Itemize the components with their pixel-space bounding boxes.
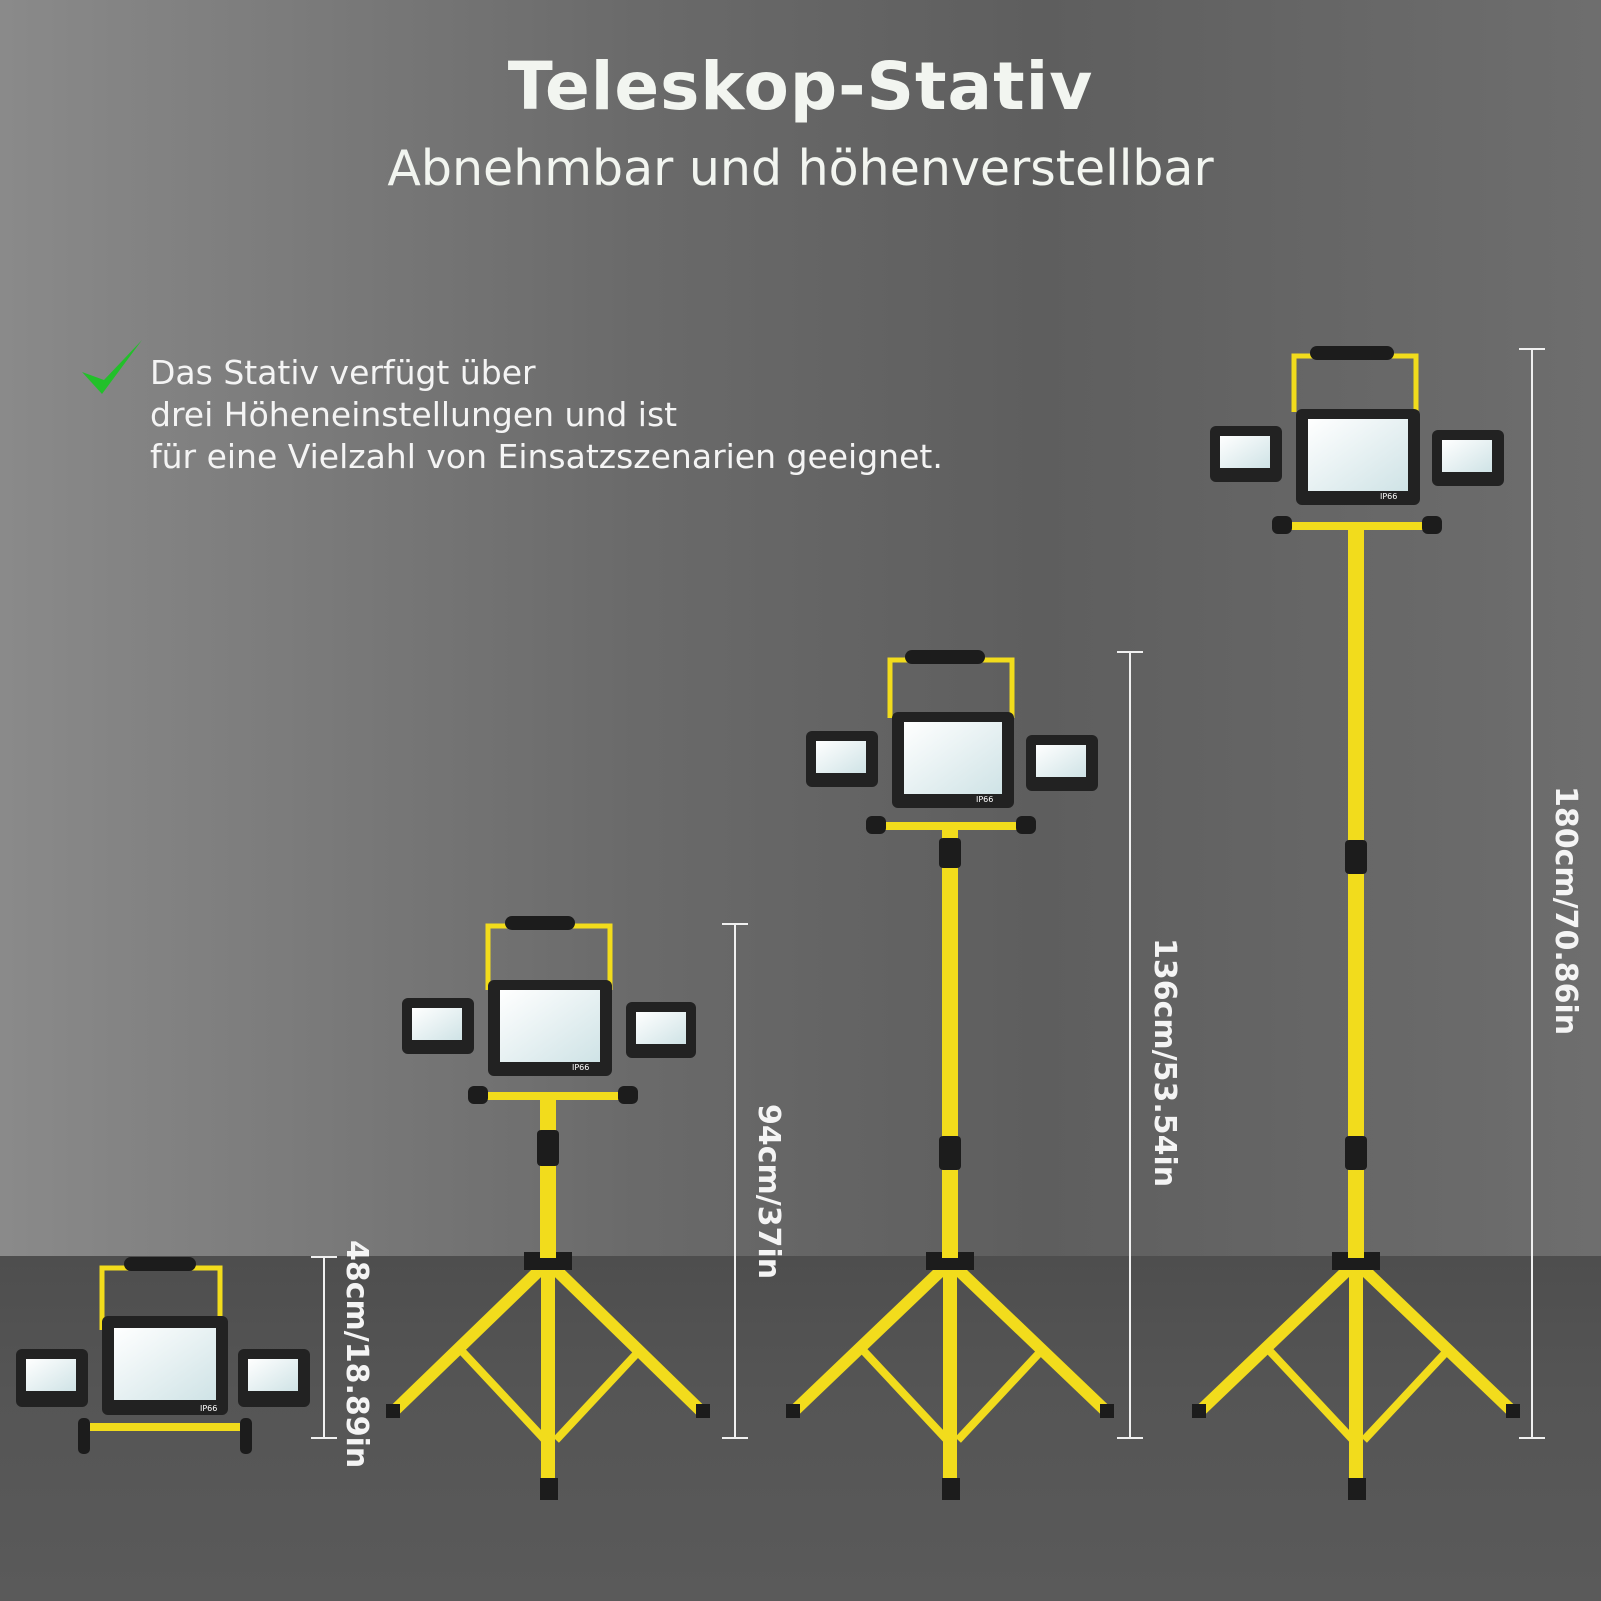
feature-line-2: drei Höheneinstellungen und ist bbox=[150, 395, 678, 434]
work-light-floor: IP66 bbox=[16, 1257, 310, 1454]
measurement-brackets bbox=[311, 348, 1545, 1439]
measure-label-94: 94cm/37in bbox=[751, 1104, 786, 1280]
measure-bracket-180 bbox=[1519, 348, 1545, 1439]
floor bbox=[0, 1256, 1601, 1601]
badge-ip66: IP66 bbox=[200, 1404, 217, 1413]
work-light-tripod-136: IP66 bbox=[786, 650, 1114, 1500]
feature-line-3: für eine Vielzahl von Einsatzszenarien g… bbox=[150, 437, 943, 476]
measure-bracket-48 bbox=[311, 1256, 337, 1439]
measure-bracket-136 bbox=[1117, 651, 1143, 1439]
checkmark-icon bbox=[82, 340, 142, 394]
feature-line-1: Das Stativ verfügt über bbox=[150, 353, 536, 392]
badge-ip66: IP66 bbox=[1380, 492, 1397, 501]
measure-label-136: 136cm/53.54in bbox=[1147, 938, 1182, 1188]
badge-ip66: IP66 bbox=[976, 795, 993, 804]
work-light-tripod-94: IP66 bbox=[386, 916, 710, 1500]
work-light-tripod-180: IP66 bbox=[1192, 346, 1520, 1500]
measure-bracket-94 bbox=[722, 923, 748, 1439]
feature-text: Das Stativ verfügt über drei Höheneinste… bbox=[150, 352, 1050, 478]
feature-note: Das Stativ verfügt über drei Höheneinste… bbox=[80, 338, 943, 476]
page-subtitle: Abnehmbar und höhenverstellbar bbox=[387, 140, 1214, 197]
badge-ip66: IP66 bbox=[572, 1063, 589, 1072]
measure-label-48: 48cm/18.89in bbox=[339, 1240, 374, 1469]
page-title: Teleskop-Stativ bbox=[507, 48, 1094, 125]
measure-label-180: 180cm/70.86in bbox=[1548, 786, 1583, 1036]
